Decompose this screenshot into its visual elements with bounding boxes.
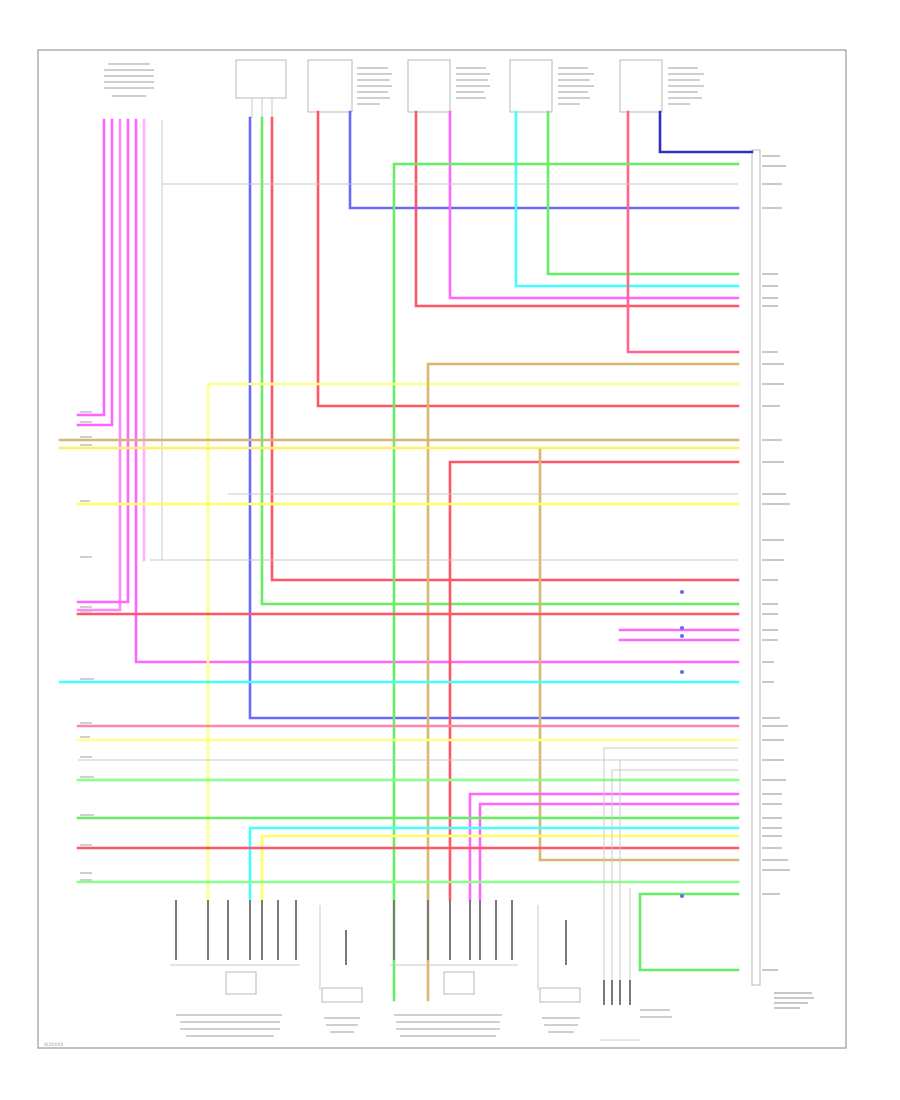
bottom-center-component: [390, 900, 518, 1037]
top-component-1: [235, 59, 287, 118]
top-component-labels: [357, 67, 704, 105]
footer-code: WD0000: [44, 1042, 64, 1048]
top-component-5: [619, 59, 663, 113]
bottom-right-connector: [600, 980, 672, 1041]
left-wire-labels: [80, 411, 94, 881]
component-1-wires: [248, 116, 740, 720]
module-pin-labels: [762, 155, 790, 971]
component-2-wires: [316, 110, 740, 408]
control-module-connector: [751, 149, 761, 986]
control-module-label: [770, 990, 818, 1012]
bottom-left-component: [170, 900, 300, 1037]
top-component-4: [509, 59, 553, 113]
bottom-center-switch: [537, 905, 581, 1033]
top-component-3: [407, 59, 451, 113]
horizontal-wire-runs: [58, 162, 740, 1002]
top-component-2: [307, 59, 353, 113]
component-5-wires: [626, 110, 754, 354]
component-4-wires: [514, 110, 740, 288]
pink-wire-bundle: [76, 118, 740, 664]
top-left-sensor-label: [104, 63, 154, 97]
diagram-frame: [37, 49, 847, 1049]
component-3-wires: [414, 110, 740, 308]
bottom-left-switch: [319, 905, 363, 1033]
splice-markers: [680, 590, 684, 898]
